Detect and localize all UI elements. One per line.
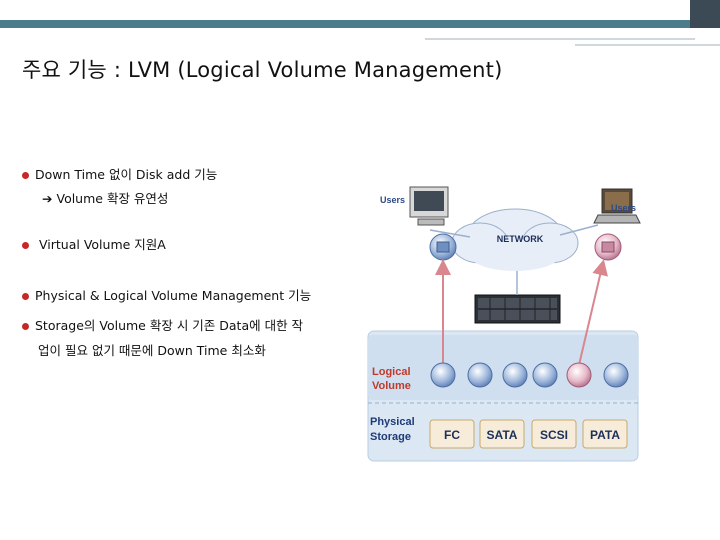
- network-label: NETWORK: [497, 234, 544, 244]
- thin-line: [575, 44, 720, 46]
- svg-text:SATA: SATA: [487, 428, 518, 442]
- server-rack-icon: [474, 294, 561, 324]
- storage-sata-box: SATA: [479, 419, 525, 449]
- bullet-item: Virtual Volume 지원A: [22, 234, 166, 253]
- disk-right-icon: [594, 233, 622, 261]
- svg-text:SCSI: SCSI: [540, 428, 568, 442]
- lvm-diagram: NETWORK Users Users: [340, 185, 644, 467]
- dark-corner-block: [690, 0, 720, 28]
- storage-pata-box: PATA: [582, 419, 628, 449]
- computer-left-icon: [409, 186, 449, 226]
- svg-text:PATA: PATA: [590, 428, 620, 442]
- bullet-subitem: ➔Volume 확장 유연성: [42, 188, 168, 207]
- svg-text:FC: FC: [444, 428, 460, 442]
- storage-fc-box: FC: [429, 419, 475, 449]
- physical-label-1: Physical: [370, 416, 415, 428]
- bullet-text: Physical & Logical Volume Management 기능: [35, 288, 312, 303]
- bullet-item: Storage의 Volume 확장 시 기존 Data에 대한 작: [22, 315, 340, 334]
- bullet-dot-icon: [22, 293, 29, 300]
- bullet-item: Physical & Logical Volume Management 기능: [22, 285, 311, 304]
- logical-label-2: Volume: [372, 380, 411, 392]
- logical-label-1: Logical: [372, 366, 411, 378]
- logical-volume-disk-icon: [430, 362, 629, 388]
- bullet-text: Volume 확장 유연성: [56, 191, 169, 206]
- users-right-label: Users: [611, 203, 636, 213]
- bullet-text: Virtual Volume 지원A: [39, 237, 166, 252]
- physical-label-2: Storage: [370, 431, 411, 443]
- top-decoration-bar: [0, 0, 720, 46]
- network-cloud-icon: [451, 208, 579, 271]
- bullet-dot-icon: [22, 172, 29, 179]
- bullet-text: 업이 필요 없기 때문에 Down Time 최소화: [38, 343, 266, 358]
- users-left-label: Users: [380, 195, 405, 205]
- thin-line: [425, 38, 695, 40]
- teal-stripe: [0, 20, 690, 28]
- laptop-right-icon: [593, 188, 641, 224]
- bullet-dot-icon: [22, 323, 29, 330]
- slide-title: 주요 기능 : LVM (Logical Volume Management): [22, 58, 503, 82]
- disk-left-icon: [429, 233, 457, 261]
- bullet-item: Down Time 없이 Disk add 기능: [22, 164, 217, 183]
- bullet-text: Storage의 Volume 확장 시 기존 Data에 대한 작: [35, 318, 304, 333]
- storage-scsi-box: SCSI: [531, 419, 577, 449]
- bullet-continuation: 업이 필요 없기 때문에 Down Time 최소화: [38, 340, 266, 359]
- bullet-dot-icon: [22, 242, 29, 249]
- bullet-text: Down Time 없이 Disk add 기능: [35, 167, 218, 182]
- right-arrow-icon: ➔: [42, 191, 53, 206]
